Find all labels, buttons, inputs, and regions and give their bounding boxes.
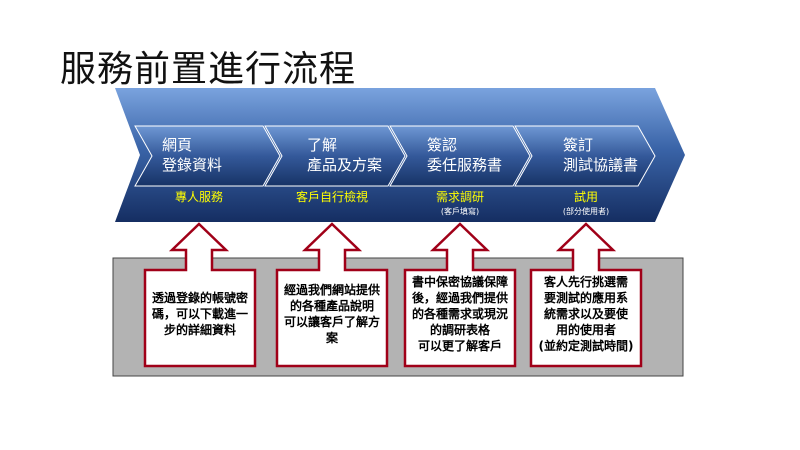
step-1-description: 透過登錄的帳號密 碼，可以下載進一 步的詳細資料 (151, 290, 248, 337)
step-4-desc-line-1: 客人先行挑選需 (543, 274, 628, 289)
page-title: 服務前置進行流程 (60, 49, 357, 90)
step-4-description: 客人先行挑選需 要測試的應用系 統需求以及要使 用的使用者 (並約定測試時間) (539, 274, 634, 353)
step-3-note: (客戶填寫) (441, 206, 479, 216)
step-3-desc-line-3: 的各種需求或現況 (412, 306, 508, 321)
step-4-callout (529, 222, 643, 368)
step-2-callout (275, 222, 389, 368)
step-4-desc-line-3: 統需求以及要使 (544, 306, 629, 321)
step-3-caption: 需求調研 (436, 190, 484, 204)
step-1-line-1: 網頁 (162, 136, 192, 154)
step-1-desc-line-1: 透過登錄的帳號密 (152, 290, 248, 305)
step-1-caption: 專人服務 (175, 190, 223, 204)
step-3-line-1: 簽認 (427, 136, 457, 154)
step-3-desc-line-1: 書中保密協議保障 (412, 274, 508, 289)
step-2-desc-line-3: 可以讓客戶了解方 (284, 314, 380, 329)
step-4-desc-line-5: (並約定測試時間) (539, 338, 634, 353)
step-3-desc-line-2: 後，經過我們提供 (412, 290, 508, 305)
step-4-note: (部分使用者) (563, 206, 609, 216)
step-3-description: 書中保密協議保障 後，經過我們提供 的各種需求或現況 的調研表格 可以更了解客戶 (412, 274, 508, 353)
step-2-desc-line-1: 經過我們網站提供 (284, 282, 380, 297)
step-4-line-1: 簽訂 (563, 136, 593, 154)
step-2-desc-line-4: 案 (325, 330, 339, 345)
step-2-description: 經過我們網站提供 的各種產品說明 可以讓客戶了解方 案 (284, 282, 380, 345)
step-4-caption: 試用 (574, 189, 598, 204)
step-1-desc-line-3: 步的詳細資料 (164, 322, 236, 337)
step-3-chevron: 簽認 委任服務書 (389, 125, 531, 187)
step-3-line-2: 委任服務書 (427, 156, 502, 174)
step-1-desc-line-2: 碼，可以下載進一 (151, 306, 248, 321)
step-2-line-1: 了解 (307, 136, 337, 154)
step-4-chevron: 簽訂 測試協議書 (514, 125, 656, 187)
step-4-desc-line-2: 要測試的應用系 (544, 290, 628, 305)
step-4-line-2: 測試協議書 (563, 156, 638, 174)
step-2-caption: 客戶自行檢視 (296, 189, 368, 204)
step-4-desc-line-4: 用的使用者 (555, 322, 616, 337)
step-2-line-2: 產品及方案 (307, 156, 382, 174)
step-3-desc-line-5: 可以更了解客戶 (418, 338, 502, 353)
step-3-desc-line-4: 的調研表格 (430, 322, 491, 337)
step-1-callout (143, 222, 257, 368)
step-2-desc-line-2: 的各種產品說明 (290, 298, 374, 313)
step-3-callout (403, 222, 517, 368)
step-1-line-2: 登錄資料 (162, 156, 222, 174)
step-1-chevron: 網頁 登錄資料 (134, 125, 281, 187)
step-2-chevron: 了解 產品及方案 (264, 125, 406, 187)
